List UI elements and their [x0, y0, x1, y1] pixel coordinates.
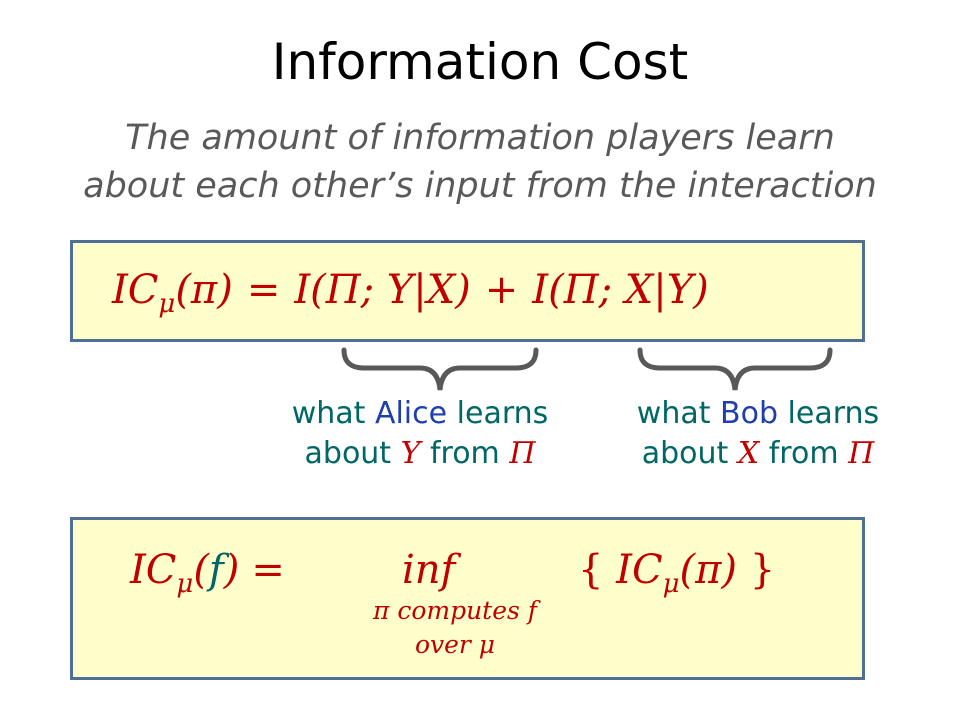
inf-subscript-line-2: over μ [414, 630, 496, 659]
bob-name: Bob [720, 396, 779, 431]
subtitle-line-2: about each other’s input from the intera… [83, 166, 877, 206]
inf-operator: inf [402, 547, 456, 593]
mu-subscript-rhs: μ [662, 569, 680, 599]
alice-var-y: Y [400, 436, 421, 471]
alice-label-line-2: about Y from Π [304, 436, 536, 471]
mu-subscript: μ [158, 289, 176, 319]
bob-label-line-2: about X from Π [641, 436, 875, 471]
alice-learns-label: what Alice learns about Y from Π [260, 394, 580, 474]
plus-sign: + [484, 267, 519, 313]
f-variable: f [208, 547, 224, 593]
mu-subscript-f: μ [176, 569, 194, 599]
formula-box-ic-f [70, 517, 865, 680]
equals-sign: = [246, 267, 281, 313]
ic-symbol: IC [112, 267, 159, 313]
ic-symbol-f: IC [130, 547, 177, 593]
slide-title: Information Cost [271, 33, 689, 91]
pi-argument-rhs: (π) [679, 547, 737, 593]
brace-open: { [578, 547, 604, 593]
equals-sign-f: = [251, 547, 285, 593]
ic-symbol-rhs: IC [616, 547, 663, 593]
close-paren: ) [223, 547, 240, 593]
alice-var-pi: Π [509, 436, 536, 471]
alice-name: Alice [374, 396, 448, 431]
bob-var-x: X [737, 436, 760, 471]
bob-var-pi: Π [848, 436, 875, 471]
inf-subscript-line-1: π computes f [372, 596, 538, 625]
brace-close: } [749, 547, 776, 593]
infimum-set: { ICμ(π) } [578, 542, 775, 612]
bob-label-line-1: what Bob learns [636, 396, 880, 431]
open-paren: ( [193, 547, 209, 593]
bob-underbrace-icon [637, 347, 833, 391]
slide-subtitle: The amount of information players learn … [0, 114, 960, 210]
alice-information-term: I(Π; Y|X) [294, 267, 471, 313]
pi-argument: (π) [175, 267, 233, 313]
formula-box-ic-pi [70, 240, 865, 342]
subtitle-line-1: The amount of information players learn [125, 118, 835, 158]
bob-learns-label: what Bob learns about X from Π [598, 394, 918, 474]
bob-information-term: I(Π; X|Y) [532, 267, 709, 313]
inf-subscript: π computes f over μ [320, 594, 590, 662]
formula-ic-pi: ICμ(π) = I(Π; Y|X) + I(Π; X|Y) [112, 262, 709, 332]
alice-label-line-1: what Alice learns [291, 396, 549, 431]
alice-underbrace-icon [341, 347, 539, 391]
formula-ic-f: ICμ(f)= [130, 542, 297, 612]
